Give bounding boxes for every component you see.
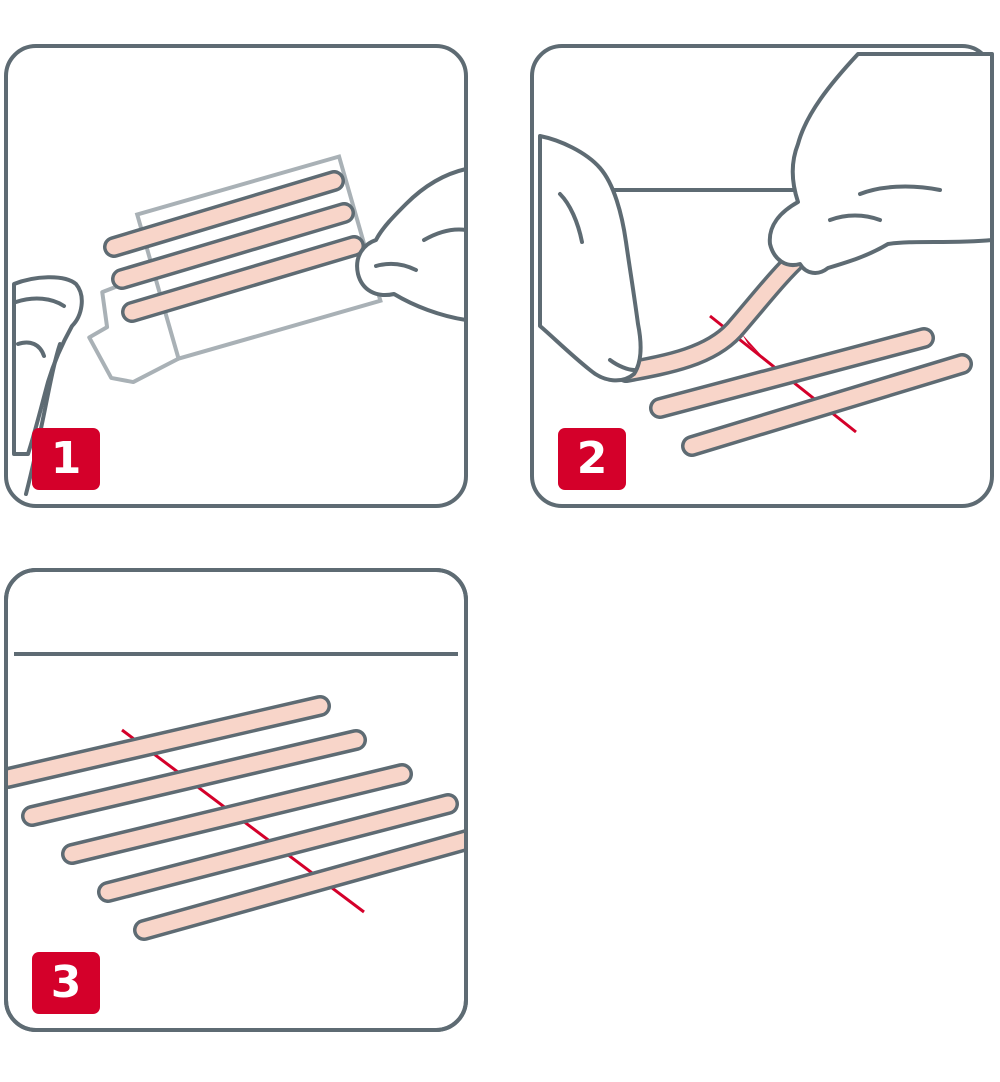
step-2-illustration bbox=[530, 44, 994, 508]
right-hand bbox=[355, 167, 468, 322]
step-number-badge: 3 bbox=[32, 952, 100, 1014]
step-3-illustration bbox=[4, 568, 468, 1032]
step-3-panel: 3 bbox=[4, 568, 468, 1032]
step-number-badge: 1 bbox=[32, 428, 100, 490]
right-hand bbox=[767, 52, 994, 275]
step-1-illustration bbox=[4, 44, 468, 508]
strip-group bbox=[4, 695, 468, 941]
left-hand bbox=[12, 275, 84, 456]
step-2-panel: 2 bbox=[530, 44, 994, 508]
backing-liner bbox=[87, 154, 383, 385]
step-1-panel: 1 bbox=[4, 44, 468, 508]
step-number-badge: 2 bbox=[558, 428, 626, 490]
strip-group bbox=[103, 170, 365, 323]
strip-group bbox=[649, 327, 973, 457]
